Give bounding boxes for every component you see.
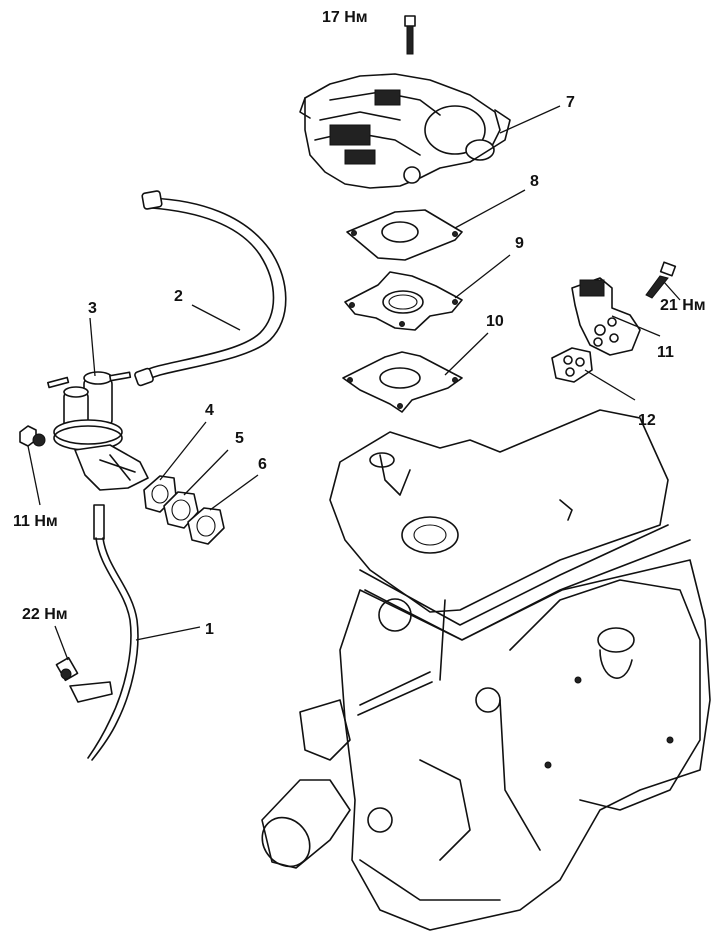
part-label-gasket-10: 10 xyxy=(486,313,504,330)
gasket-8 xyxy=(346,209,463,261)
fuel-hose xyxy=(134,190,287,387)
torque-label-dipstick-bolt: 22 Нм xyxy=(22,606,68,623)
part-label-dipstick-tube: 1 xyxy=(205,621,214,638)
dipstick-tube xyxy=(69,504,139,761)
torque-label-pump-nuts: 11 Нм xyxy=(13,513,58,530)
part-label-thermostat-housing: 11 xyxy=(657,344,674,361)
dipstick-bolt xyxy=(55,656,79,682)
insulator-9 xyxy=(344,271,463,331)
part-label-gasket-4: 4 xyxy=(205,402,214,419)
gasket-10 xyxy=(342,351,463,413)
thermostat-housing xyxy=(571,277,641,356)
part-label-gasket-5: 5 xyxy=(235,430,244,447)
carburetor-bolt xyxy=(404,15,416,55)
part-label-fuel-hose: 2 xyxy=(174,288,183,305)
leader-lines xyxy=(27,105,681,661)
torque-label-carburetor-bolt: 17 Нм xyxy=(322,9,368,26)
pump-nuts xyxy=(19,425,46,447)
pump-gaskets xyxy=(143,475,225,545)
torque-label-thermostat-bolt: 21 Нм xyxy=(660,297,706,314)
carburetor xyxy=(299,73,511,189)
thermostat-bolt xyxy=(645,261,677,299)
fuel-pump xyxy=(47,371,149,491)
part-label-insulator-9: 9 xyxy=(515,235,524,252)
part-label-carburetor: 7 xyxy=(566,94,575,111)
thermostat-gasket xyxy=(551,347,593,383)
part-label-gasket-8: 8 xyxy=(530,173,539,190)
part-label-fuel-pump: 3 xyxy=(88,300,97,317)
engine-block xyxy=(261,409,711,931)
part-label-gasket-6: 6 xyxy=(258,456,267,473)
part-label-thermostat-gasket: 12 xyxy=(638,412,656,429)
